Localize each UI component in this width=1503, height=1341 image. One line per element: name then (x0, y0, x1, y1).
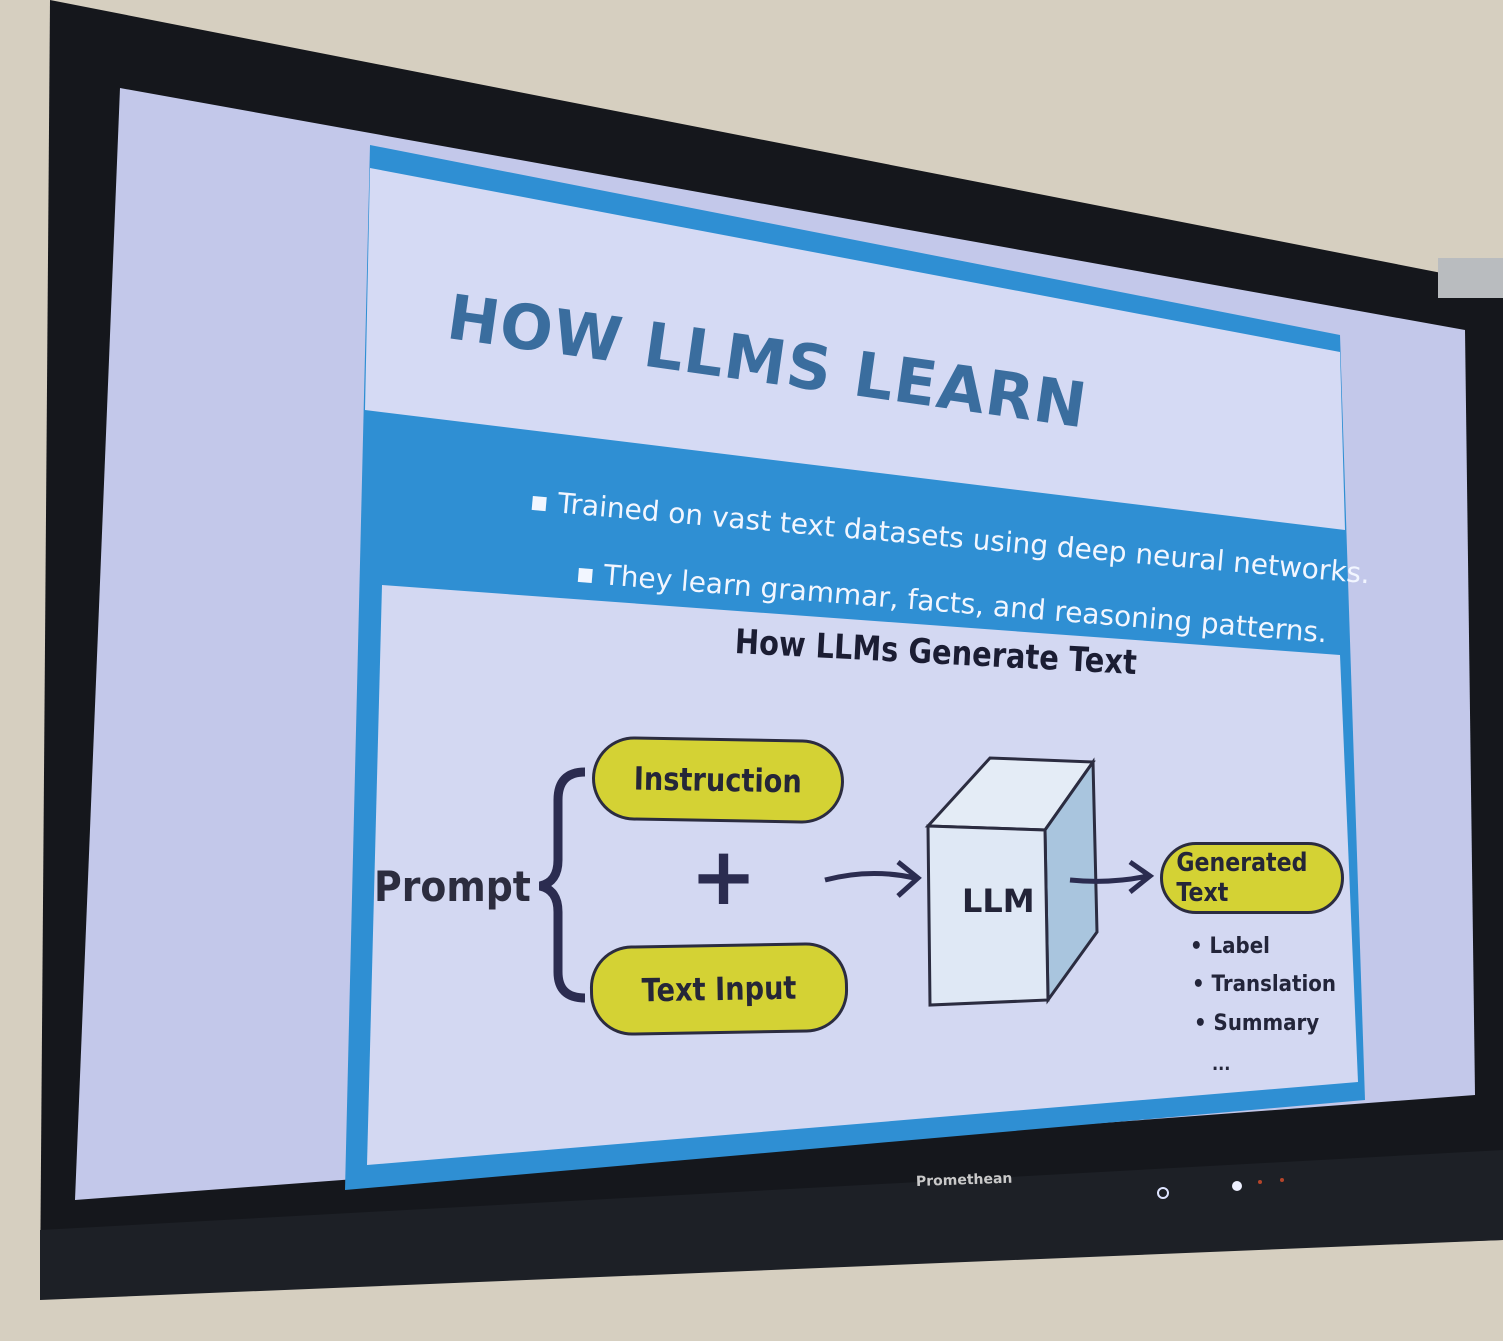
generated-text-pill: Generated Text (1160, 842, 1344, 914)
sensor-light (1232, 1181, 1242, 1191)
brace-icon (538, 767, 586, 1003)
plus-sign: + (690, 830, 758, 923)
output-example-text: Summary (1213, 1011, 1320, 1036)
indicator-light (1280, 1178, 1284, 1182)
text-input-pill: Text Input (589, 941, 849, 1037)
arrow-to-output-icon (1069, 859, 1155, 894)
output-example-text: Label (1209, 934, 1270, 959)
output-example-ellipsis: ... (1212, 1054, 1231, 1075)
text-input-text: Text Input (641, 968, 797, 1010)
output-example: • Translation (1192, 972, 1336, 997)
whiteboard-edge (1438, 258, 1503, 298)
indicator-light (1258, 1180, 1262, 1184)
prompt-label: Prompt (374, 862, 531, 911)
monitor-bottom-bar (40, 1150, 1503, 1300)
llm-label: LLM (962, 882, 1035, 920)
instruction-text: Instruction (633, 759, 803, 801)
arrow-to-llm-icon (824, 860, 922, 898)
llm-cube-icon (924, 756, 1099, 1007)
display-brand-logo: Promethean (915, 1170, 1013, 1190)
output-example: • Label (1190, 934, 1270, 959)
instruction-pill: Instruction (591, 735, 845, 825)
power-button[interactable] (1157, 1187, 1169, 1199)
generated-text-text: Generated Text (1176, 848, 1308, 908)
output-example: • Summary (1194, 1011, 1320, 1036)
slide-header-area (365, 168, 1345, 530)
output-example-text: Translation (1211, 972, 1336, 997)
